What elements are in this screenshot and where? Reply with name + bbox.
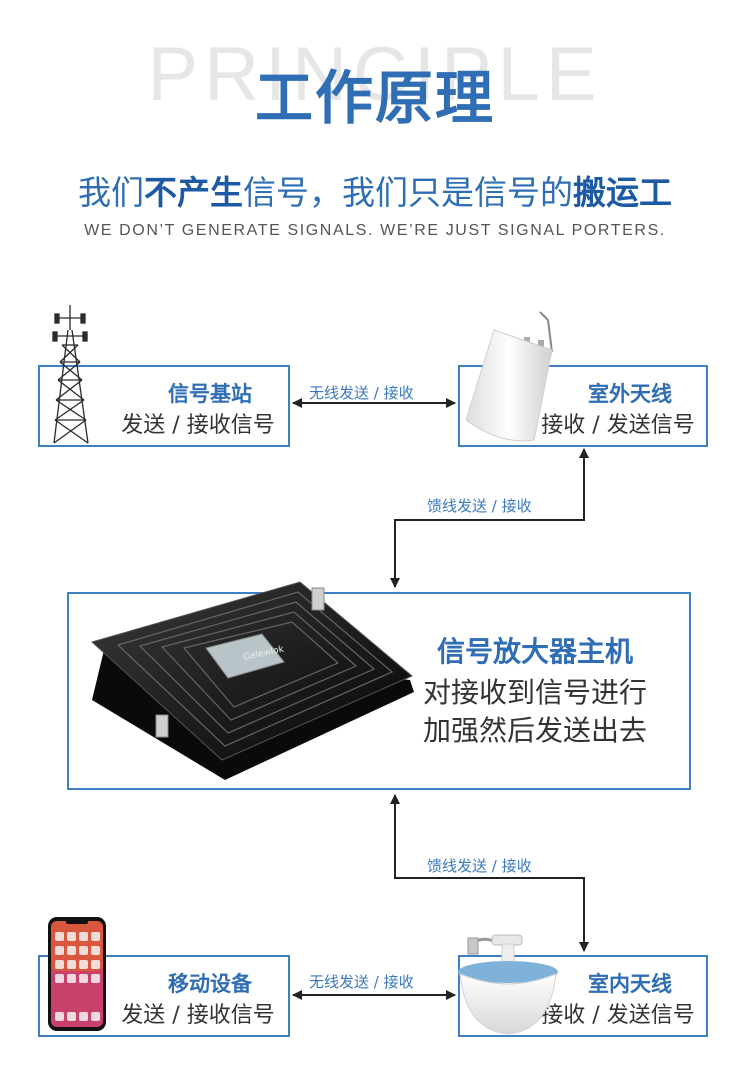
- amplifier-title: 信号放大器主机: [437, 635, 634, 668]
- slogan-part2: 信号，我们只是信号的: [243, 173, 573, 212]
- feeder-bottom-label: 馈线发送 / 接收: [427, 857, 532, 875]
- mobile-device-title: 移动设备: [168, 972, 252, 996]
- outdoor-antenna-icon: [465, 311, 553, 442]
- wireless-bottom-label: 无线发送 / 接收: [309, 973, 414, 991]
- feeder-bottom-connector: [390, 794, 589, 952]
- base-station-title: 信号基站: [168, 382, 252, 406]
- mobile-device-desc: 发送 / 接收信号: [121, 1003, 275, 1028]
- outdoor-antenna-desc: 接收 / 发送信号: [541, 413, 695, 438]
- ceiling-antenna-icon: [458, 934, 558, 1035]
- amplifier-desc-line2: 加强然后发送出去: [423, 714, 648, 747]
- cell-tower-icon: [52, 305, 89, 444]
- slogan: 我们不产生信号，我们只是信号的搬运工: [0, 168, 750, 218]
- smartphone-icon: [48, 917, 106, 1031]
- wireless-top-label: 无线发送 / 接收: [309, 384, 414, 402]
- base-station-box: 信号基站 发送 / 接收信号: [38, 365, 290, 447]
- amplifier-device-icon: Gelewlok: [91, 581, 414, 780]
- slogan-bold1: 不产生: [144, 173, 243, 212]
- amplifier-desc-line1: 对接收到信号进行: [423, 676, 648, 709]
- indoor-antenna-desc: 接收 / 发送信号: [541, 1003, 695, 1028]
- page-title: 工作原理: [254, 64, 495, 132]
- background-word: PRINCIPLE: [147, 32, 603, 117]
- base-station-desc: 发送 / 接收信号: [121, 413, 275, 438]
- indoor-antenna-title: 室内天线: [588, 972, 672, 996]
- outdoor-antenna-title: 室外天线: [588, 382, 672, 406]
- feeder-top-label: 馈线发送 / 接收: [427, 497, 532, 515]
- slogan-part1: 我们: [78, 173, 144, 212]
- feeder-top-connector: [390, 448, 589, 588]
- slogan-bold2: 搬运工: [573, 173, 672, 212]
- slogan-english: WE DON’T GENERATE SIGNALS. WE’RE JUST SI…: [84, 222, 666, 239]
